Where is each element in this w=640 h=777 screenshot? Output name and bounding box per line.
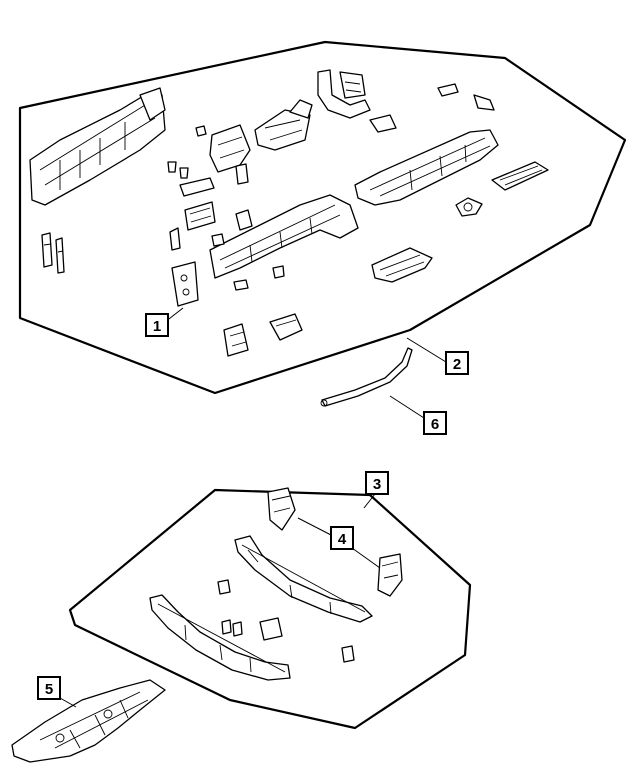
lower-right-bracket [371, 247, 433, 283]
center-upper-bracket [209, 99, 313, 173]
upper-assembly-group: 1 [18, 40, 627, 395]
small-clips [167, 125, 249, 197]
center-frame-rail [209, 194, 359, 279]
lower-cross-rail [149, 594, 291, 681]
svg-text:6: 6 [431, 416, 439, 433]
lower-group-boundary [68, 488, 472, 730]
skid-plate-part-5 [11, 679, 166, 763]
right-sill-rail [354, 129, 499, 206]
svg-text:3: 3 [373, 476, 381, 493]
callout-3[interactable]: 3 [365, 471, 389, 495]
svg-text:5: 5 [45, 681, 53, 698]
callout-5[interactable]: 5 [37, 676, 61, 700]
lower-small-clips [217, 579, 355, 663]
center-left-parts [169, 201, 253, 251]
svg-text:2: 2 [453, 356, 461, 373]
right-scuff-plate [491, 161, 549, 191]
svg-text:1: 1 [153, 318, 161, 335]
seat-riser-bracket [317, 69, 371, 119]
left-small-brackets [41, 232, 65, 274]
lower-assembly-group: 3 4 [68, 471, 472, 730]
svg-text:4: 4 [338, 531, 347, 548]
upper-bracket-pair [267, 487, 403, 597]
callout-4[interactable]: 4 [330, 526, 354, 550]
callout-1[interactable]: 1 [145, 313, 169, 337]
brace-rod-part-6 [320, 347, 413, 407]
gusset-plate [171, 261, 199, 307]
center-fasteners [233, 265, 285, 291]
left-frame-rail [29, 87, 166, 206]
small-round-pad [455, 197, 483, 217]
callout-6[interactable]: 6 [423, 411, 447, 435]
lower-brackets [223, 313, 303, 357]
middle-cross-rail [234, 535, 373, 623]
upper-right-brackets [369, 83, 495, 133]
callout-2[interactable]: 2 [445, 351, 469, 375]
